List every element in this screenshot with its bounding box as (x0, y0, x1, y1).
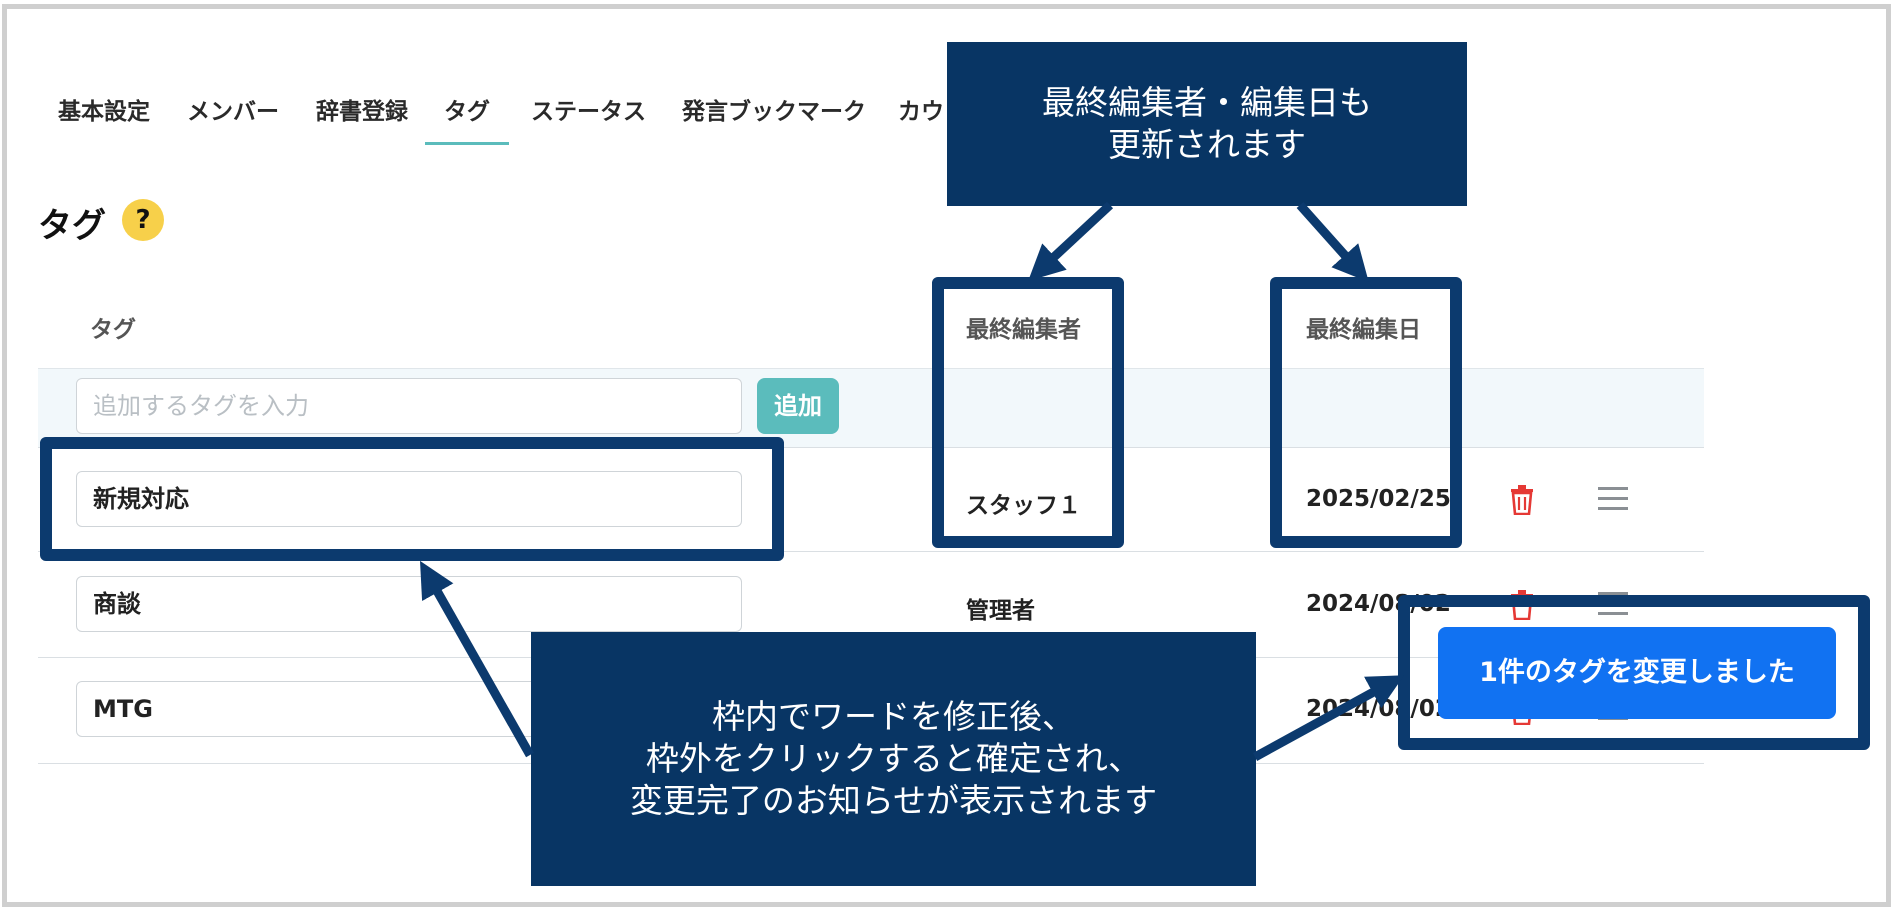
arrow-to-input (420, 560, 534, 758)
tab-members[interactable]: メンバー (187, 99, 279, 125)
callout-line: 枠外をクリックすると確定され、 (645, 739, 1142, 778)
tab-count[interactable]: カウ (898, 99, 944, 125)
tab-status[interactable]: ステータス (531, 99, 646, 125)
callout-line: 変更完了のお知らせが表示されます (629, 781, 1158, 820)
tab-bookmarks[interactable]: 発言ブックマーク (682, 99, 866, 125)
last-editor-cell: 管理者 (966, 598, 1035, 624)
column-header-tag: タグ (90, 317, 136, 343)
arrow-to-editor (1028, 201, 1114, 282)
last-editor-highlight (932, 277, 1124, 548)
outer-frame (2, 4, 1891, 907)
callout-editor-update: 最終編集者・編集日も 更新されます (947, 42, 1467, 206)
last-edited-cell: 2025/02/25 (1306, 486, 1451, 512)
last-edited-highlight (1270, 277, 1462, 548)
column-header-last-editor: 最終編集者 (966, 317, 1081, 343)
callout-line: 更新されます (1108, 125, 1306, 164)
tag-name-input[interactable]: 新規対応 (76, 471, 742, 527)
trash-icon[interactable] (1509, 485, 1535, 515)
callout-line: 最終編集者・編集日も (1042, 83, 1372, 122)
question-icon[interactable]: ? (122, 199, 164, 241)
tab-dictionary[interactable]: 辞書登録 (316, 99, 408, 125)
add-tag-button[interactable]: 追加 (757, 378, 839, 434)
callout-edit-instructions: 枠内でワードを修正後、 枠外をクリックすると確定され、 変更完了のお知らせが表示… (531, 632, 1256, 886)
change-notification-toast: 1件のタグを変更しました (1438, 627, 1836, 719)
drag-handle-icon[interactable] (1598, 486, 1628, 512)
arrow-to-toast (1252, 675, 1405, 761)
tag-input-highlight (40, 437, 784, 561)
callout-line: 枠内でワードを修正後、 (712, 697, 1075, 736)
last-editor-cell: スタッフ１ (966, 493, 1081, 519)
arrow-to-date (1296, 202, 1369, 283)
tag-name-input[interactable]: 商談 (76, 576, 742, 632)
active-tab-indicator (425, 142, 509, 145)
new-tag-input[interactable]: 追加するタグを入力 (76, 378, 742, 434)
column-header-last-edited: 最終編集日 (1306, 317, 1421, 343)
row-divider (38, 447, 1704, 448)
tab-basic-settings[interactable]: 基本設定 (58, 99, 150, 125)
toast-highlight (1398, 595, 1870, 750)
tab-tags[interactable]: タグ (444, 99, 490, 125)
row-divider (38, 551, 1704, 552)
page-title: タグ (38, 206, 106, 246)
